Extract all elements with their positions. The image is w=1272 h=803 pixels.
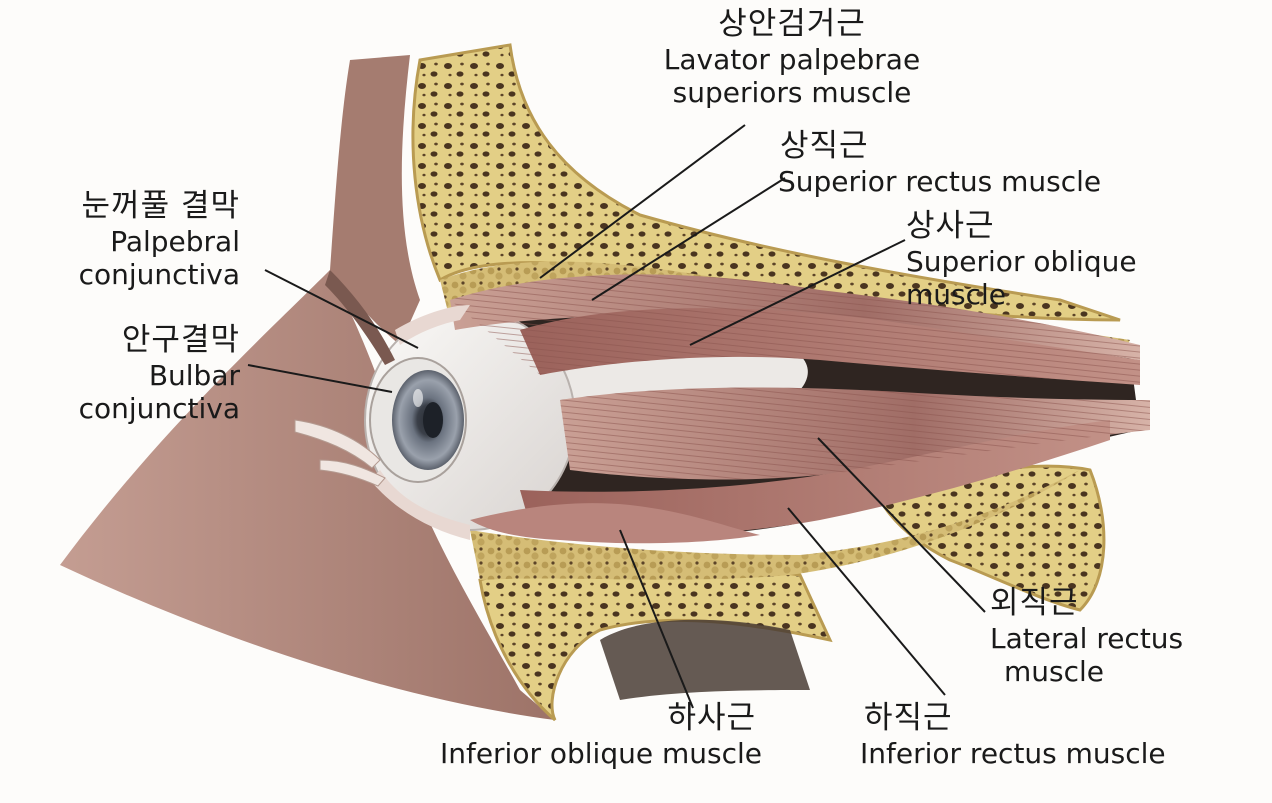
pupil <box>423 402 443 438</box>
label-inferior-rectus-en: Inferior rectus muscle <box>860 737 1166 770</box>
label-bulbar-conjunctiva-en-2: conjunctiva <box>8 392 240 425</box>
label-superior-rectus-ko: 상직근 <box>778 128 1101 165</box>
label-inferior-oblique: 하사근 Inferior oblique muscle <box>330 700 762 770</box>
maxillary-sinus-shadow <box>600 620 810 700</box>
label-levator-en-1: Lavator palpebrae <box>612 43 972 76</box>
label-palpebral-conjunctiva-en-1: Palpebral <box>8 225 240 258</box>
label-superior-oblique-en-1: Superior oblique <box>906 245 1137 278</box>
label-lateral-rectus-en-2: muscle <box>990 655 1183 688</box>
label-inferior-oblique-en: Inferior oblique muscle <box>330 737 762 770</box>
label-levator-en-2: superiors muscle <box>612 76 972 109</box>
label-palpebral-conjunctiva: 눈꺼풀 결막 Palpebral conjunctiva <box>8 188 240 291</box>
label-palpebral-conjunctiva-en-2: conjunctiva <box>8 258 240 291</box>
label-superior-oblique-ko: 상사근 <box>906 208 1137 245</box>
label-superior-oblique-en-2: muscle <box>906 278 1137 311</box>
label-inferior-rectus-ko: 하직근 <box>860 700 1166 737</box>
label-superior-oblique: 상사근 Superior oblique muscle <box>906 208 1137 311</box>
label-inferior-rectus: 하직근 Inferior rectus muscle <box>860 700 1166 770</box>
label-levator-ko: 상안검거근 <box>612 6 972 43</box>
label-lateral-rectus-ko: 외직근 <box>990 585 1183 622</box>
label-bulbar-conjunctiva-en-1: Bulbar <box>8 359 240 392</box>
label-lateral-rectus: 외직근 Lateral rectus muscle <box>990 585 1183 688</box>
label-lateral-rectus-en-1: Lateral rectus <box>990 622 1183 655</box>
label-levator: 상안검거근 Lavator palpebrae superiors muscle <box>612 6 972 109</box>
label-superior-rectus-en: Superior rectus muscle <box>778 165 1101 198</box>
label-bulbar-conjunctiva: 안구결막 Bulbar conjunctiva <box>8 322 240 425</box>
label-bulbar-conjunctiva-ko: 안구결막 <box>8 322 240 359</box>
label-superior-rectus: 상직근 Superior rectus muscle <box>778 128 1101 198</box>
label-inferior-oblique-ko: 하사근 <box>330 700 762 737</box>
label-palpebral-conjunctiva-ko: 눈꺼풀 결막 <box>8 188 240 225</box>
corneal-highlight <box>413 389 423 407</box>
